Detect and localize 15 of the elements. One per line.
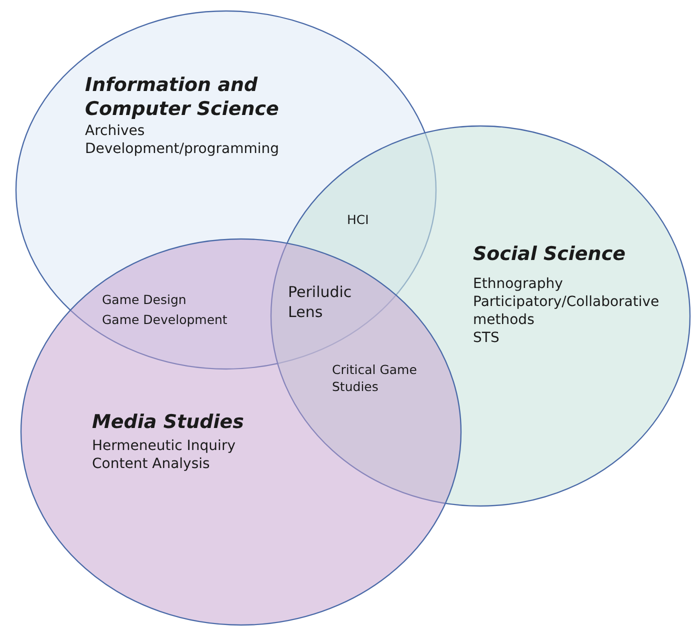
list-item: STS [473,329,500,348]
overlap-label: HCI [347,212,370,229]
list-item: Archives [85,122,146,140]
list-item: Development/programming [85,140,280,158]
overlap-label: Periludic Lens [288,282,353,322]
overlap-label: Game Design [102,292,188,309]
circle-heading: Information and Computer Science [85,74,280,122]
overlap-label: Game Development [102,312,228,329]
list-item: Participatory/Collaborative methods [473,293,660,330]
circle-heading: Media Studies [92,411,245,435]
list-item: Content Analysis [92,455,211,474]
list-item: Ethnography [473,275,564,294]
overlap-label: Critical Game Studies [332,362,418,396]
list-item: Hermeneutic Inquiry [92,437,236,456]
circle-heading: Social Science [473,243,626,267]
